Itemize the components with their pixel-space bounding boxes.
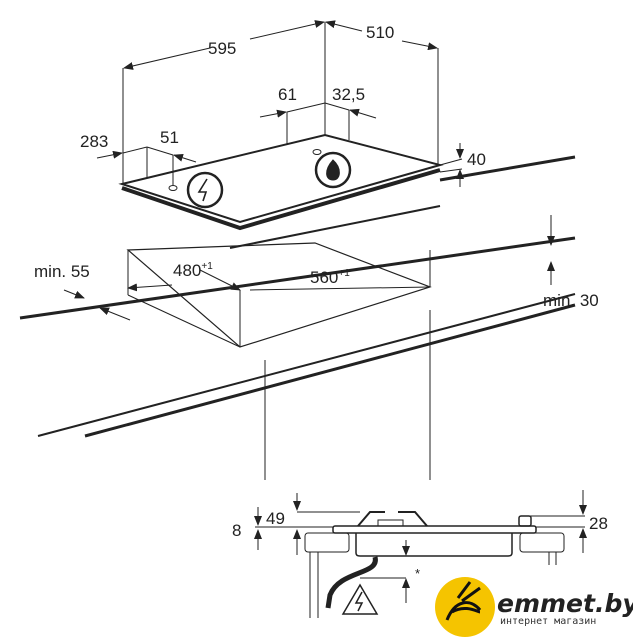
dim-elec-x: 283 bbox=[80, 132, 108, 151]
countertop bbox=[19, 155, 576, 438]
dim-gas-x: 61 bbox=[278, 85, 297, 104]
side-section bbox=[254, 490, 587, 618]
dim-min-front: min. 55 bbox=[34, 262, 90, 281]
dim-hob-height: 40 bbox=[467, 150, 486, 169]
dim-depth: 510 bbox=[366, 23, 394, 42]
hob bbox=[118, 133, 444, 231]
dim-cutout-depth: 480+1 bbox=[173, 261, 213, 280]
svg-text:интернет магазин: интернет магазин bbox=[500, 616, 596, 627]
dim-elec-y: 51 bbox=[160, 128, 179, 147]
gas-flame-icon bbox=[314, 151, 352, 189]
dim-min-side: min. 30 bbox=[543, 291, 599, 310]
emmet-logo: emmet.by интернет магазин bbox=[435, 577, 633, 637]
dim-cutout-width: 560+1 bbox=[310, 268, 350, 287]
dim-side-thickness: 8 bbox=[232, 521, 241, 540]
clearance-note: * bbox=[415, 566, 420, 581]
dim-width: 595 bbox=[208, 39, 236, 58]
svg-text:emmet.by: emmet.by bbox=[497, 589, 633, 618]
dimension-lines bbox=[63, 20, 555, 321]
electric-connection-icon bbox=[186, 171, 224, 209]
dim-gas-y: 32,5 bbox=[332, 85, 365, 104]
dim-right-height: 28 bbox=[589, 514, 608, 533]
electric-warning-icon bbox=[341, 583, 379, 615]
dim-total-height: 49 bbox=[266, 509, 285, 528]
